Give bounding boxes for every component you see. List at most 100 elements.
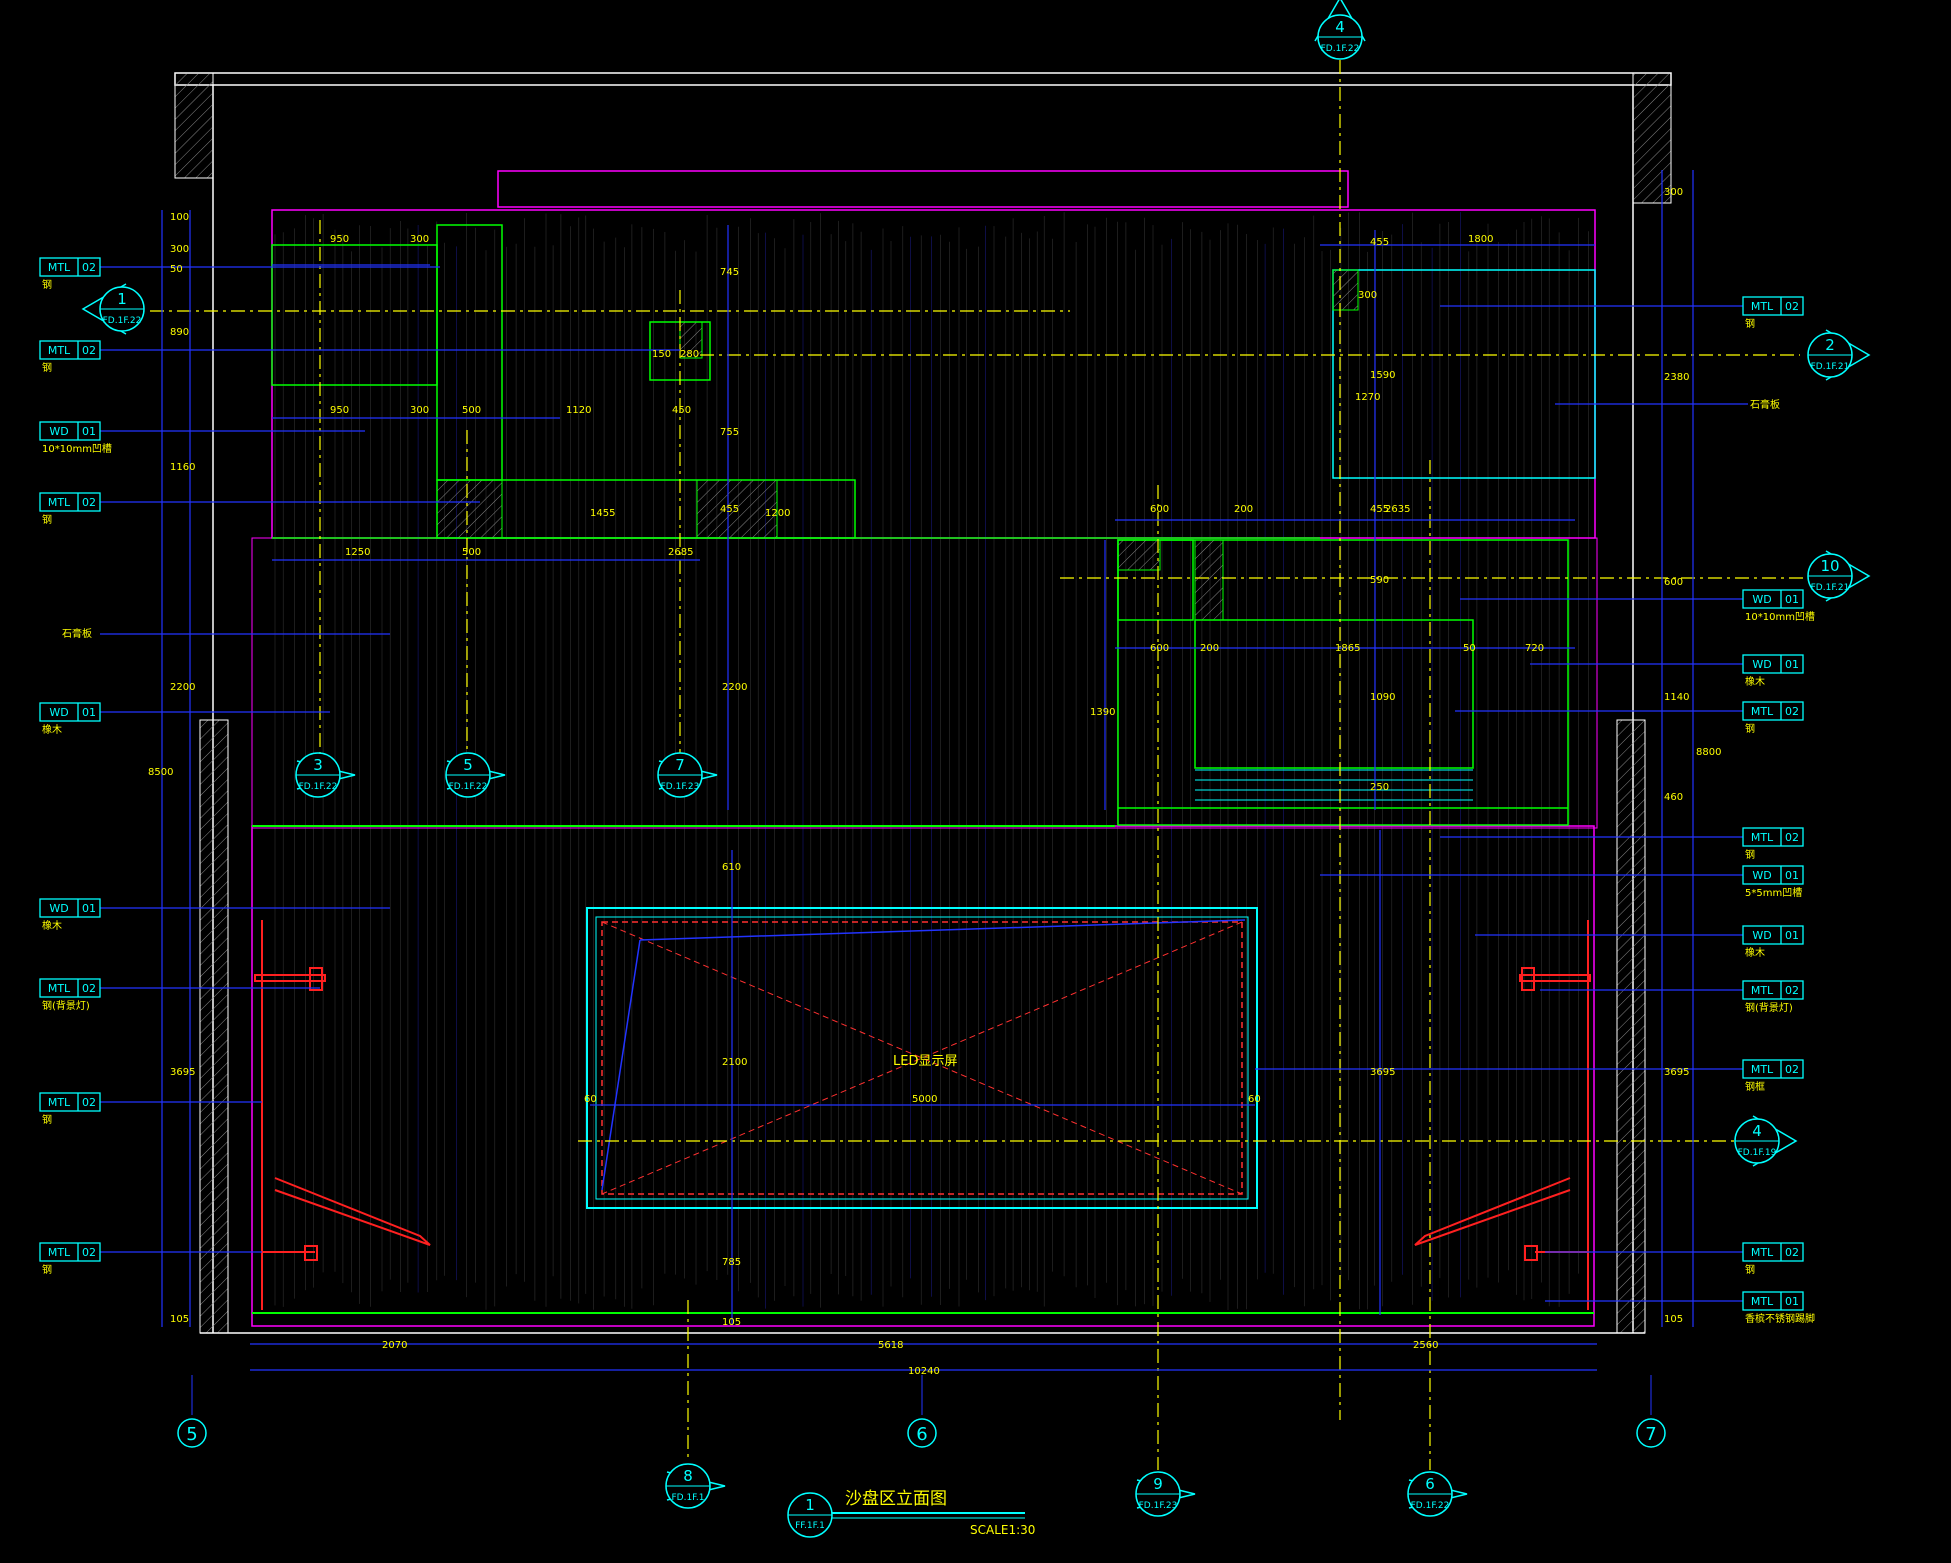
dim-455: 455 xyxy=(720,504,739,515)
tag-number: 01 xyxy=(82,706,96,719)
dim-l-300: 300 xyxy=(170,244,189,255)
marker-number: 3 xyxy=(313,756,323,774)
tag-code: MTL xyxy=(48,1246,71,1259)
wall-panels xyxy=(251,170,1598,1327)
material-tag: MTL 02 钢框 xyxy=(1742,1059,1804,1093)
dim-450: 450 xyxy=(672,405,691,416)
dim-280: 280 xyxy=(680,349,699,360)
dim-r-2380: 2380 xyxy=(1664,372,1689,383)
tag-description: 钢 xyxy=(1745,722,1755,735)
tag-description: 橡木 xyxy=(1745,675,1765,688)
dim-1270: 1270 xyxy=(1355,392,1380,403)
grid-axis-6: 6 xyxy=(916,1424,927,1445)
dim-1250: 1250 xyxy=(345,547,370,558)
marker-number: 6 xyxy=(1425,1475,1435,1493)
tag-box xyxy=(1742,589,1804,609)
tag-description: 橡木 xyxy=(1745,946,1765,959)
drawing-scale: SCALE1:30 xyxy=(970,1523,1035,1537)
tag-box xyxy=(39,421,101,441)
dim-1455: 1455 xyxy=(590,508,615,519)
tag-box xyxy=(39,257,101,277)
tag-number: 01 xyxy=(82,902,96,915)
tag-code: MTL xyxy=(1751,300,1774,313)
tag-code: WD xyxy=(1752,658,1771,671)
tag-code: MTL xyxy=(1751,1295,1774,1308)
dim-60-l: 60 xyxy=(584,1094,597,1105)
marker-sheet: FD.1F.22 xyxy=(1411,1501,1450,1511)
tag-number: 02 xyxy=(1785,1063,1799,1076)
marker-number: 8 xyxy=(683,1467,693,1485)
dim-2560: 2560 xyxy=(1413,1340,1438,1351)
dim-455-r: 455 xyxy=(1370,237,1389,248)
tag-description: 香槟不锈钢踢脚 xyxy=(1745,1312,1815,1325)
leader-lines xyxy=(100,266,1743,1302)
dim-1590: 1590 xyxy=(1370,370,1395,381)
tag-description: 钢(背景灯) xyxy=(1745,1001,1793,1014)
tag-box xyxy=(39,978,101,998)
dim-l-100: 100 xyxy=(170,212,189,223)
tag-description: 钢 xyxy=(42,513,52,526)
dimension-lines xyxy=(161,170,1694,1371)
grid-axis-7: 7 xyxy=(1645,1424,1656,1445)
tag-code: MTL xyxy=(1751,705,1774,718)
tag-box xyxy=(1742,925,1804,945)
tag-code: WD xyxy=(1752,593,1771,606)
dim-5000: 5000 xyxy=(912,1094,937,1105)
tag-number: 01 xyxy=(82,425,96,438)
led-screen-label: LED显示屏 xyxy=(893,1054,957,1069)
marker-number: 9 xyxy=(1153,1475,1163,1493)
tag-number: 02 xyxy=(82,982,96,995)
tag-description: 钢框 xyxy=(1745,1080,1765,1093)
tag-code: WD xyxy=(49,902,68,915)
dim-2200-m: 2200 xyxy=(722,682,747,693)
tag-number: 02 xyxy=(82,1096,96,1109)
tag-box xyxy=(1742,701,1804,721)
dim-l-2200: 2200 xyxy=(170,682,195,693)
tag-code: MTL xyxy=(1751,831,1774,844)
title-mark-sheet: FF.1F.1 xyxy=(795,1521,825,1531)
tag-description: 钢 xyxy=(42,278,52,291)
dim-l-1160: 1160 xyxy=(170,462,195,473)
tag-code: MTL xyxy=(1751,1063,1774,1076)
tag-box xyxy=(39,1242,101,1262)
tag-box xyxy=(39,492,101,512)
section-marker: 4FD.1F.22 xyxy=(1314,0,1366,60)
dim-r-300: 300 xyxy=(1664,187,1683,198)
tag-number: 02 xyxy=(82,344,96,357)
marker-sheet: FD.1F.21 xyxy=(1811,583,1850,593)
dim-2635: 2635 xyxy=(1385,504,1410,515)
dim-left-950: 950 xyxy=(330,234,349,245)
tag-box xyxy=(39,898,101,918)
dim-l-3695: 3695 xyxy=(170,1067,195,1078)
drawing-title: 沙盘区立面图 xyxy=(845,1489,947,1509)
marker-sheet: FD.1F.21 xyxy=(1811,362,1850,372)
dim-r-8800: 8800 xyxy=(1696,747,1721,758)
tag-number: 02 xyxy=(82,261,96,274)
marker-number: 10 xyxy=(1820,557,1839,575)
tag-box xyxy=(1742,1242,1804,1262)
dim-2100: 2100 xyxy=(722,1057,747,1068)
tag-number: 02 xyxy=(82,1246,96,1259)
tag-box xyxy=(1742,1059,1804,1079)
dim-50: 50 xyxy=(1463,643,1476,654)
tag-code: MTL xyxy=(1751,984,1774,997)
tag-number: 02 xyxy=(82,496,96,509)
tag-description: 钢 xyxy=(1745,1263,1755,1276)
dim-3695-m: 3695 xyxy=(1370,1067,1395,1078)
tag-box xyxy=(39,340,101,360)
marker-sheet: FD.1F.23 xyxy=(661,782,700,792)
section-marker: 8FD.1F.1 xyxy=(665,1463,726,1509)
marker-sheet: FD.1F.22 xyxy=(103,316,142,326)
dim-l-50: 50 xyxy=(170,264,183,275)
tag-code: WD xyxy=(49,425,68,438)
section-marker: 4FD.1F.19 xyxy=(1734,1115,1798,1167)
tag-code: MTL xyxy=(48,496,71,509)
